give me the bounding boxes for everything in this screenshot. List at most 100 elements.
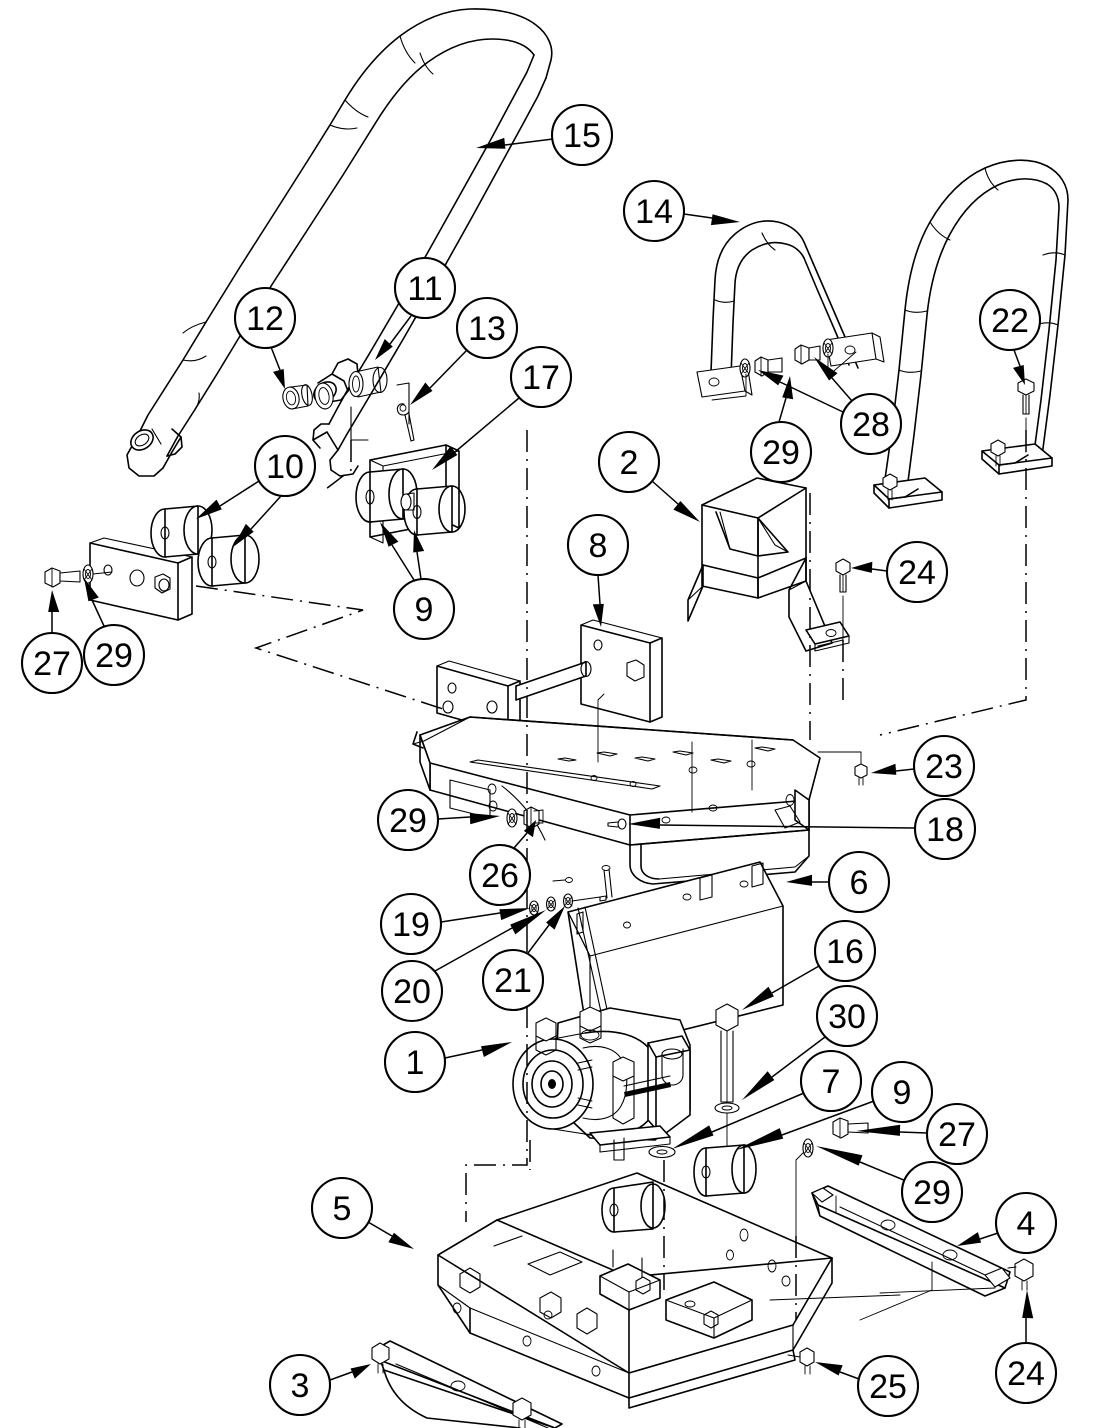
skid-rail-4 [811, 1185, 1034, 1297]
callout-bubble[interactable] [815, 984, 879, 1048]
callout-number: 26 [481, 857, 519, 895]
leader-line [895, 768, 915, 772]
callout-bubble[interactable] [597, 430, 661, 494]
callout-1[interactable]: 1 [383, 1030, 512, 1094]
connecting-rod-left2 [584, 906, 612, 1029]
callout-bubble[interactable] [82, 623, 146, 687]
callout-bubble[interactable] [380, 959, 444, 1023]
callout-bubble[interactable] [994, 1341, 1058, 1405]
leader-arrowhead [350, 1364, 371, 1379]
leader-arrowhead [758, 370, 784, 386]
callout-16[interactable]: 16 [742, 919, 877, 1010]
leader-arrowhead [786, 874, 812, 886]
leader-line [979, 1232, 999, 1240]
callout-26[interactable]: 26 [468, 820, 536, 907]
callout-bubble[interactable] [383, 1030, 447, 1094]
callout-18[interactable]: 18 [628, 797, 977, 861]
callout-9b[interactable] [413, 530, 425, 580]
leader-line [454, 397, 520, 453]
callout-29a[interactable]: 29 [82, 578, 146, 687]
callout-27b[interactable]: 27 [856, 1102, 989, 1166]
callout-27[interactable]: 27 [20, 590, 84, 695]
callout-28[interactable]: 28 [814, 357, 903, 456]
callout-12[interactable]: 12 [233, 286, 297, 389]
callout-11[interactable]: 11 [375, 256, 457, 360]
callout-bubble[interactable] [393, 256, 457, 320]
callout-5[interactable]: 5 [310, 1176, 414, 1249]
callout-number: 25 [869, 1368, 907, 1406]
callout-bubble[interactable] [813, 919, 877, 983]
callout-4[interactable]: 4 [957, 1191, 1058, 1255]
callout-10[interactable]: 10 [196, 434, 317, 519]
callout-bubble[interactable] [799, 1049, 863, 1113]
callout-bubble[interactable] [978, 288, 1042, 352]
callout-bubble[interactable] [885, 540, 949, 604]
callout-25[interactable]: 25 [815, 1354, 920, 1418]
callout-3[interactable]: 3 [268, 1353, 371, 1417]
connecting-rod-left [577, 907, 606, 1031]
callout-19[interactable]: 19 [379, 892, 530, 956]
callout-bubble[interactable] [912, 734, 976, 798]
callout-29b[interactable]: 29 [749, 376, 813, 484]
callout-14[interactable]: 14 [622, 179, 740, 243]
callout-bubble[interactable] [900, 1160, 964, 1224]
callout-28b[interactable] [758, 370, 844, 413]
callout-30[interactable]: 30 [742, 984, 879, 1100]
callout-bubble[interactable] [392, 577, 456, 641]
callout-number: 17 [522, 359, 560, 397]
callout-17[interactable]: 17 [432, 345, 573, 470]
callout-number: 30 [828, 998, 866, 1036]
callout-2[interactable]: 2 [597, 430, 700, 522]
callout-bubble[interactable] [268, 1353, 332, 1417]
callout-bubble[interactable] [481, 948, 545, 1012]
callout-9c[interactable]: 9 [736, 1060, 934, 1150]
callout-bubble[interactable] [468, 843, 532, 907]
callout-bubble[interactable] [233, 286, 297, 350]
callout-bubble[interactable] [550, 103, 614, 167]
callout-29d[interactable]: 29 [816, 1146, 964, 1224]
nut-25 [799, 1347, 815, 1375]
callout-10b[interactable] [233, 495, 282, 547]
callout-24a[interactable]: 24 [851, 540, 949, 604]
callout-23[interactable]: 23 [871, 734, 976, 798]
base-plate-5 [437, 1172, 833, 1409]
callout-bubble[interactable] [870, 1060, 934, 1124]
callout-bubble[interactable] [566, 513, 630, 577]
callout-9[interactable]: 9 [380, 522, 456, 641]
callout-6[interactable]: 6 [786, 850, 891, 914]
callout-bubble[interactable] [379, 892, 443, 956]
callout-bubble[interactable] [856, 1354, 920, 1418]
leader-arrowhead [523, 820, 536, 838]
callout-24b[interactable]: 24 [994, 1290, 1058, 1405]
callout-bubble[interactable] [749, 420, 813, 484]
callout-8[interactable]: 8 [566, 513, 630, 627]
callout-bubble[interactable] [839, 392, 903, 456]
callout-number: 29 [913, 1174, 951, 1212]
callout-bubble[interactable] [913, 797, 977, 861]
callout-bubble[interactable] [20, 631, 84, 695]
callout-bubble[interactable] [622, 179, 686, 243]
handlebar-14 [696, 220, 885, 398]
callout-13[interactable]: 13 [410, 296, 519, 405]
callout-bubble[interactable] [253, 434, 317, 498]
callout-21[interactable]: 21 [481, 906, 565, 1012]
leader-arrowhead [957, 1232, 982, 1246]
callout-bubble[interactable] [455, 296, 519, 360]
callout-bubble[interactable] [925, 1102, 989, 1166]
callout-bubble[interactable] [509, 345, 573, 409]
callout-bubble[interactable] [376, 788, 440, 852]
callout-15[interactable]: 15 [476, 103, 614, 167]
callout-29c[interactable]: 29 [376, 788, 500, 852]
callout-bubble[interactable] [994, 1191, 1058, 1255]
leader-line [250, 495, 282, 530]
cotter-pin-13 [396, 403, 415, 442]
leader-arrowhead [388, 1232, 414, 1249]
callout-bubble[interactable] [310, 1176, 374, 1240]
leader-line [440, 912, 501, 923]
callout-7[interactable]: 7 [672, 1049, 863, 1149]
callout-bubble[interactable] [827, 850, 891, 914]
leader-arrowhead [469, 813, 500, 825]
callout-number: 28 [852, 406, 890, 444]
callout-20[interactable]: 20 [380, 910, 546, 1023]
callout-22[interactable]: 22 [978, 288, 1042, 385]
